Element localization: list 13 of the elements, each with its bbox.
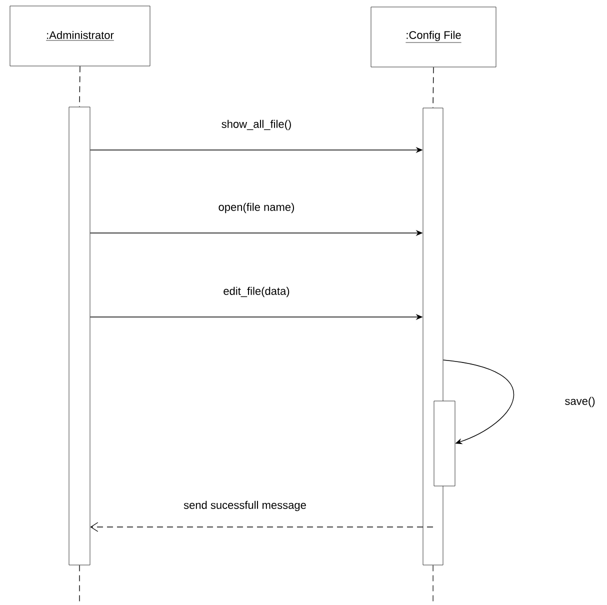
- lifeline: [432, 66, 434, 108]
- lifeline-head-box: :Config File: [370, 6, 496, 68]
- edge-label: send sucessfull message: [182, 500, 308, 512]
- message-arrow: [90, 522, 434, 532]
- activation-bar: [68, 106, 90, 566]
- activation-bar: [434, 400, 456, 486]
- edge-label: show_all_file(): [220, 118, 293, 132]
- edge-label: edit_file(data): [222, 286, 291, 298]
- lifeline: [79, 66, 80, 108]
- edge-label: open(file name): [217, 202, 296, 214]
- lifeline-head-box: :Administrator: [10, 6, 150, 66]
- edge-label: save(): [564, 396, 596, 408]
- self-message-arrow: [442, 360, 514, 444]
